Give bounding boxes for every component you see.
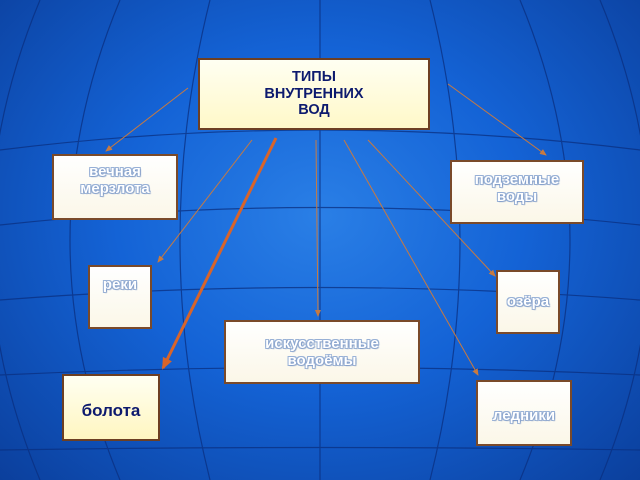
node-rivers-label: реки bbox=[102, 276, 138, 294]
node-groundwater-label: подземные воды bbox=[474, 170, 560, 205]
arrow-to-swamps-highlight bbox=[161, 137, 278, 370]
node-glaciers: ледники bbox=[476, 380, 572, 446]
arrow-to-reservoirs bbox=[314, 139, 321, 317]
node-rivers: реки bbox=[88, 265, 152, 329]
node-reservoirs: искусственные водоёмы bbox=[224, 320, 420, 384]
node-swamps: болота bbox=[62, 374, 160, 441]
node-groundwater: подземные воды bbox=[450, 160, 584, 224]
node-swamps-label: болота bbox=[81, 400, 141, 420]
node-permafrost-label: вечная мерзлота bbox=[80, 162, 150, 197]
title-box: ТИПЫ ВНУТРЕННИХ ВОД bbox=[198, 58, 430, 130]
title-label: ТИПЫ ВНУТРЕННИХ ВОД bbox=[264, 68, 364, 119]
arrow-to-glaciers bbox=[343, 139, 479, 376]
node-glaciers-label: ледники bbox=[492, 407, 556, 425]
node-permafrost: вечная мерзлота bbox=[52, 154, 178, 220]
node-lakes: озёра bbox=[496, 270, 560, 334]
arrow-to-permafrost bbox=[105, 87, 189, 152]
arrow-to-groundwater bbox=[447, 83, 547, 156]
arrow-to-lakes bbox=[367, 139, 496, 277]
node-reservoirs-label: искусственные водоёмы bbox=[265, 334, 379, 369]
node-lakes-label: озёра bbox=[506, 293, 550, 311]
arrow-to-rivers bbox=[157, 139, 253, 263]
